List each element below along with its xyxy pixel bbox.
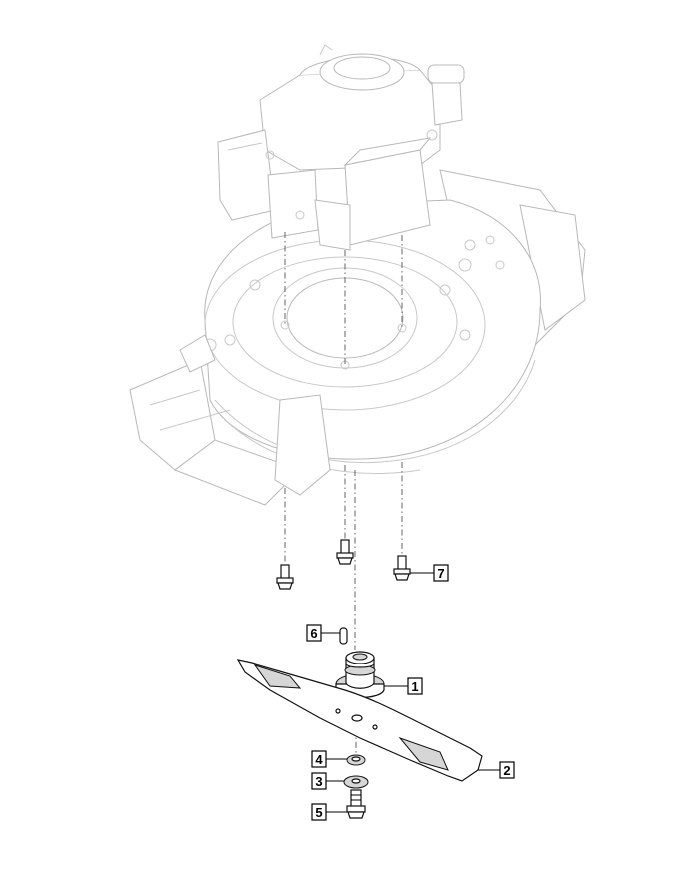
callout-7: 7 xyxy=(433,564,449,582)
callout-5-label: 5 xyxy=(315,805,322,820)
deck-bolt-left xyxy=(276,564,294,590)
assembly-lines xyxy=(284,232,403,760)
deck-bolt-right xyxy=(393,555,411,581)
callout-4: 4 xyxy=(311,750,327,768)
callout-6-label: 6 xyxy=(310,626,317,641)
callout-2-label: 2 xyxy=(503,763,510,778)
callout-7-label: 7 xyxy=(437,566,444,581)
shaft-key xyxy=(339,627,348,645)
engine-ghost xyxy=(217,44,465,251)
callout-2: 2 xyxy=(499,761,515,779)
blade-adapter xyxy=(335,651,385,699)
deck-bolt-center xyxy=(336,539,354,565)
cutting-blade xyxy=(236,659,483,782)
callout-leaders xyxy=(321,572,500,813)
callout-5: 5 xyxy=(311,803,327,821)
callout-1: 1 xyxy=(407,677,423,695)
blade-bolt xyxy=(346,789,366,819)
callout-4-label: 4 xyxy=(315,752,323,767)
callout-3: 3 xyxy=(311,772,327,790)
callout-6: 6 xyxy=(306,624,322,642)
washer-large xyxy=(343,775,369,789)
callout-1-label: 1 xyxy=(411,679,418,694)
mower-deck-ghost xyxy=(129,169,586,506)
washer-small xyxy=(346,754,366,766)
callout-3-label: 3 xyxy=(315,774,322,789)
